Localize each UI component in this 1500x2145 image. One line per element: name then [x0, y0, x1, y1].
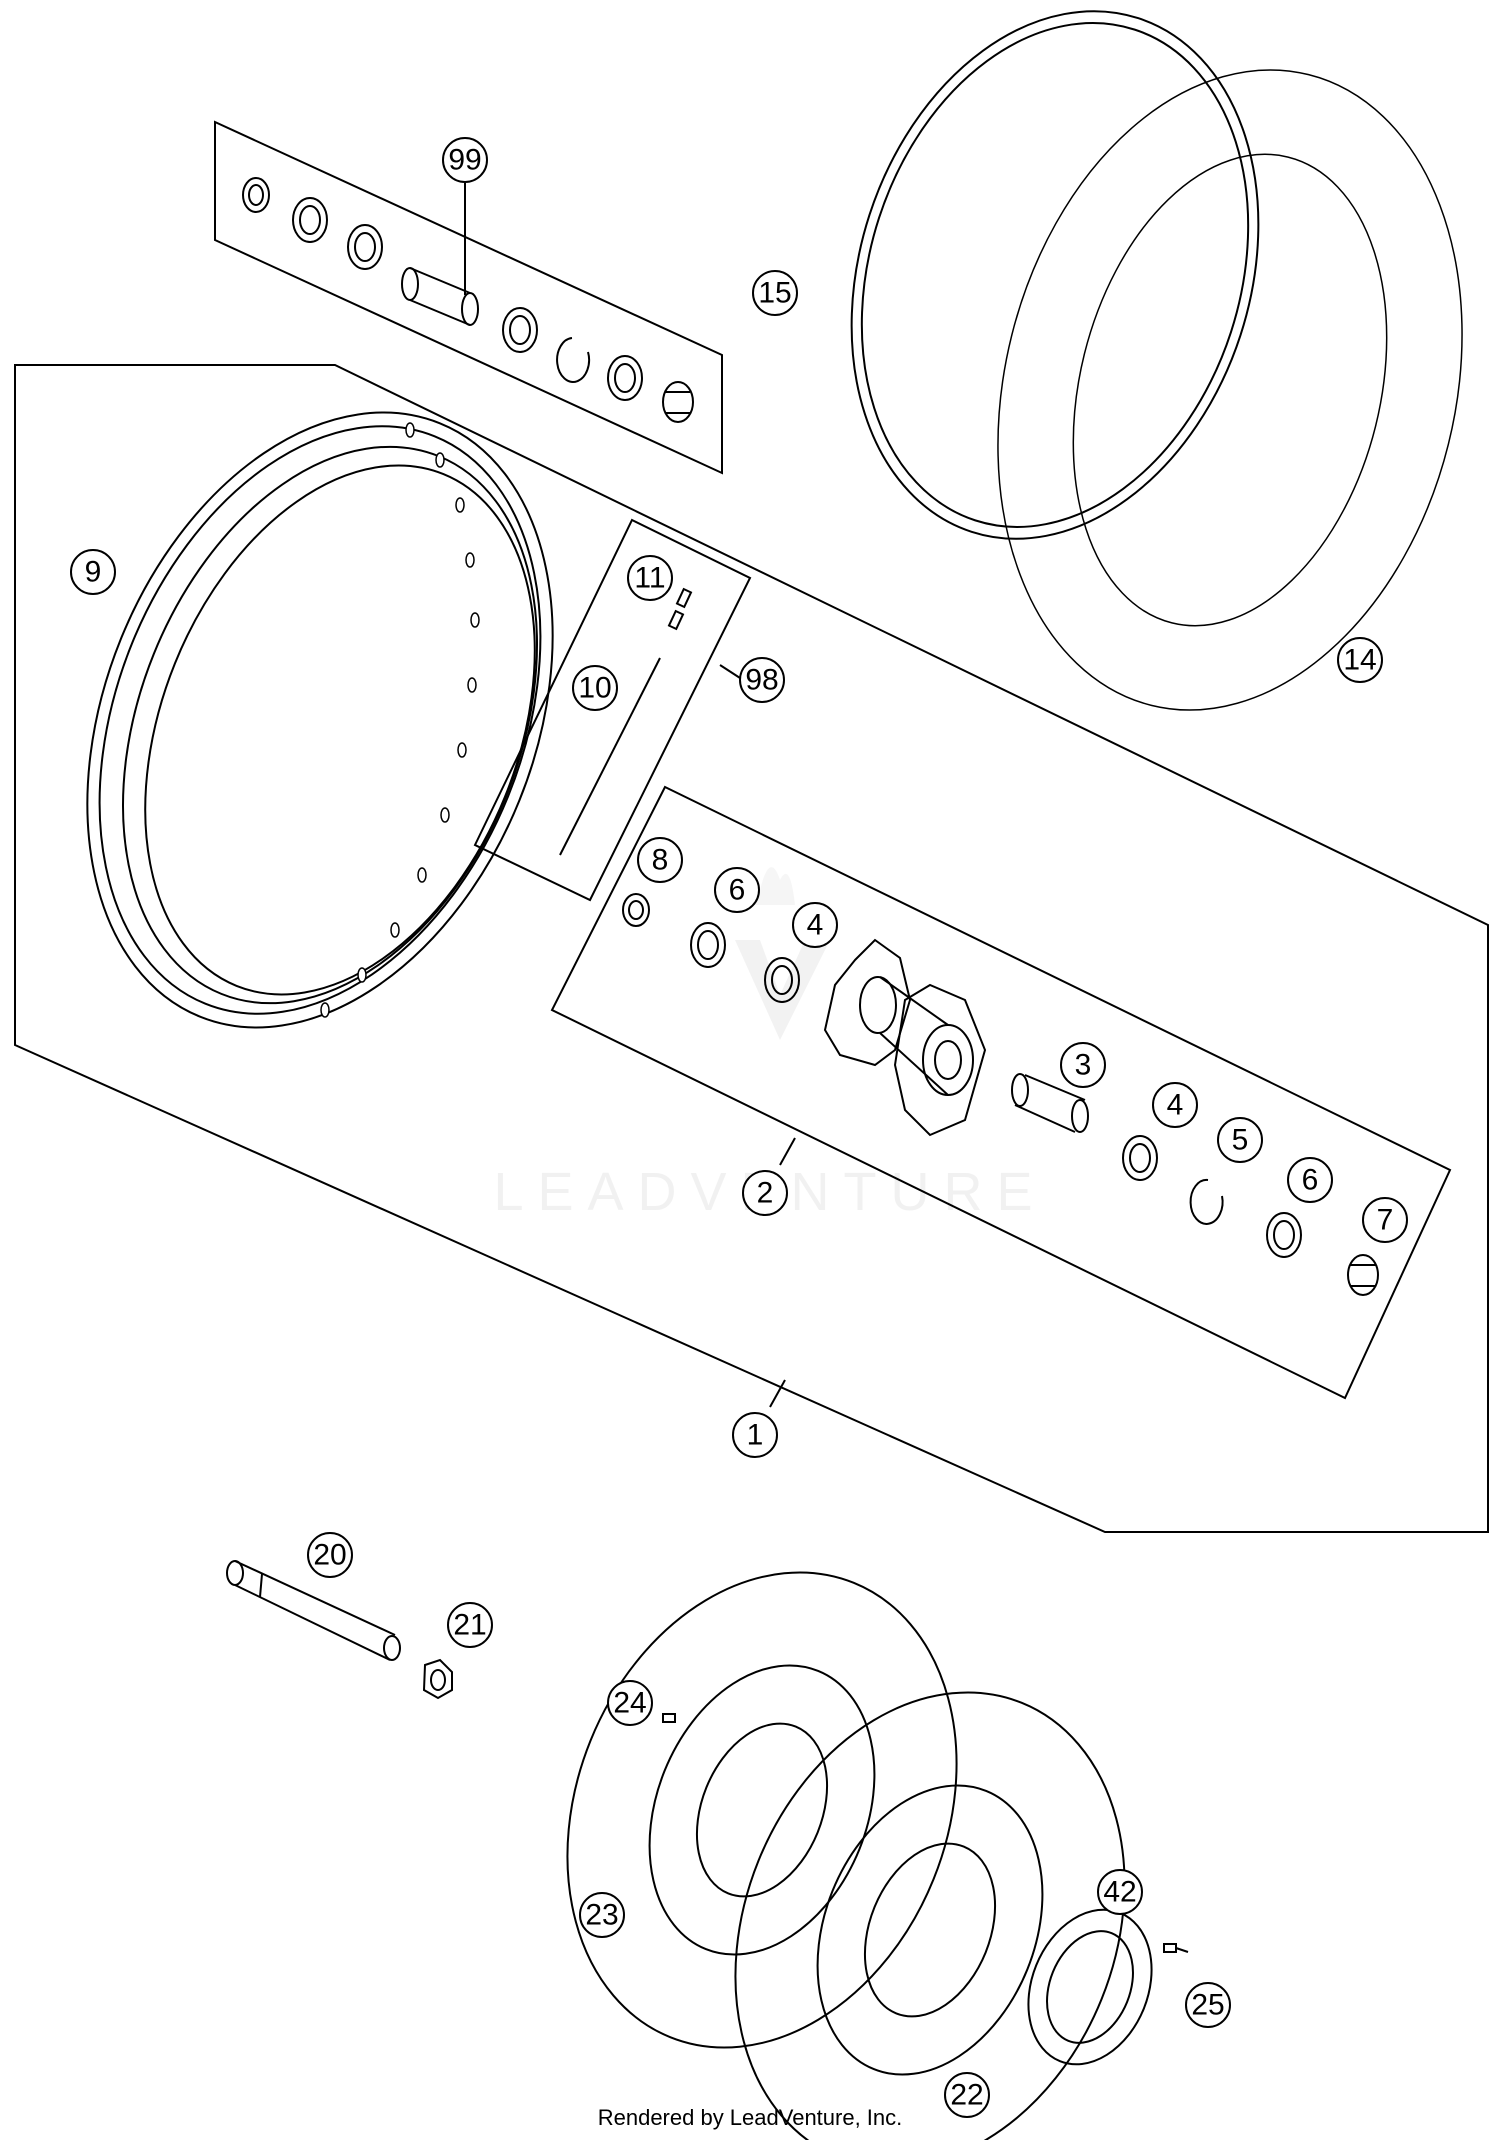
callout-4b: 4	[1152, 1082, 1198, 1128]
sensor-ring-42	[1027, 1908, 1153, 2066]
callout-14: 14	[1337, 637, 1383, 683]
svg-text:3: 3	[1075, 1049, 1092, 1082]
svg-text:98: 98	[745, 664, 778, 697]
callout-3: 3	[1060, 1042, 1106, 1088]
svg-text:7: 7	[1377, 1204, 1394, 1237]
svg-text:2: 2	[757, 1177, 774, 1210]
tyre-part	[997, 69, 1463, 711]
callout-6a: 6	[714, 867, 760, 913]
svg-text:25: 25	[1191, 1989, 1224, 2022]
callout-7: 7	[1362, 1197, 1408, 1243]
svg-text:9: 9	[85, 556, 102, 589]
callout-24: 24	[607, 1680, 653, 1726]
axle-nut-part	[422, 1658, 453, 1700]
group-outline-99	[214, 120, 723, 475]
callout-4a: 4	[792, 902, 838, 948]
callout-10: 10	[572, 665, 618, 711]
leader-1	[769, 1379, 786, 1408]
svg-text:99: 99	[448, 144, 481, 177]
callout-11: 11	[627, 555, 673, 601]
spoke-parts	[559, 587, 693, 856]
watermark-logo: LEADVENTURE	[493, 867, 1033, 1222]
callout-21: 21	[447, 1602, 493, 1648]
callout-25: 25	[1185, 1982, 1231, 2028]
svg-text:11: 11	[634, 562, 665, 595]
hub-parts	[622, 893, 1379, 1296]
callout-42: 42	[1097, 1869, 1143, 1915]
svg-text:6: 6	[1302, 1164, 1319, 1197]
screw-25	[1163, 1943, 1189, 1953]
tube-part	[850, 10, 1260, 540]
leader-98	[719, 664, 741, 679]
callout-22: 22	[944, 2072, 990, 2118]
svg-text:15: 15	[758, 277, 791, 310]
callout-15: 15	[752, 270, 798, 316]
svg-text:23: 23	[585, 1899, 618, 1932]
footer-credit: Rendered by LeadVenture, Inc.	[598, 2105, 903, 2130]
svg-text:5: 5	[1232, 1124, 1249, 1157]
leader-2	[779, 1137, 796, 1166]
brake-disc-23	[566, 1571, 958, 2049]
axle-part	[226, 1560, 401, 1661]
svg-text:6: 6	[729, 874, 746, 907]
svg-text:20: 20	[313, 1539, 346, 1572]
callout-8: 8	[637, 837, 683, 883]
callout-1: 1	[732, 1412, 778, 1458]
screw-24	[662, 1713, 676, 1723]
svg-text:4: 4	[807, 909, 824, 942]
callout-23: 23	[579, 1892, 625, 1938]
callout-2: 2	[742, 1170, 788, 1216]
svg-text:22: 22	[950, 2079, 983, 2112]
svg-text:8: 8	[652, 844, 669, 877]
svg-text:10: 10	[578, 672, 611, 705]
callout-20: 20	[307, 1532, 353, 1578]
rim-part	[86, 411, 554, 1029]
bearing-kit-parts	[242, 177, 694, 423]
svg-text:1: 1	[747, 1419, 764, 1452]
callout-6b: 6	[1287, 1157, 1333, 1203]
svg-text:24: 24	[613, 1687, 646, 1720]
group-outline-2	[550, 785, 1452, 1400]
svg-text:14: 14	[1343, 644, 1376, 677]
callout-98: 98	[739, 657, 785, 703]
callout-99: 99	[442, 137, 488, 183]
group-outline-1	[14, 364, 1489, 1533]
group-outline-98	[473, 518, 752, 902]
svg-text:21: 21	[453, 1609, 486, 1642]
svg-text:4: 4	[1167, 1089, 1184, 1122]
brake-disc-22	[734, 1691, 1126, 2145]
callout-9: 9	[70, 549, 116, 595]
callout-5: 5	[1217, 1117, 1263, 1163]
svg-text:42: 42	[1103, 1876, 1136, 1909]
